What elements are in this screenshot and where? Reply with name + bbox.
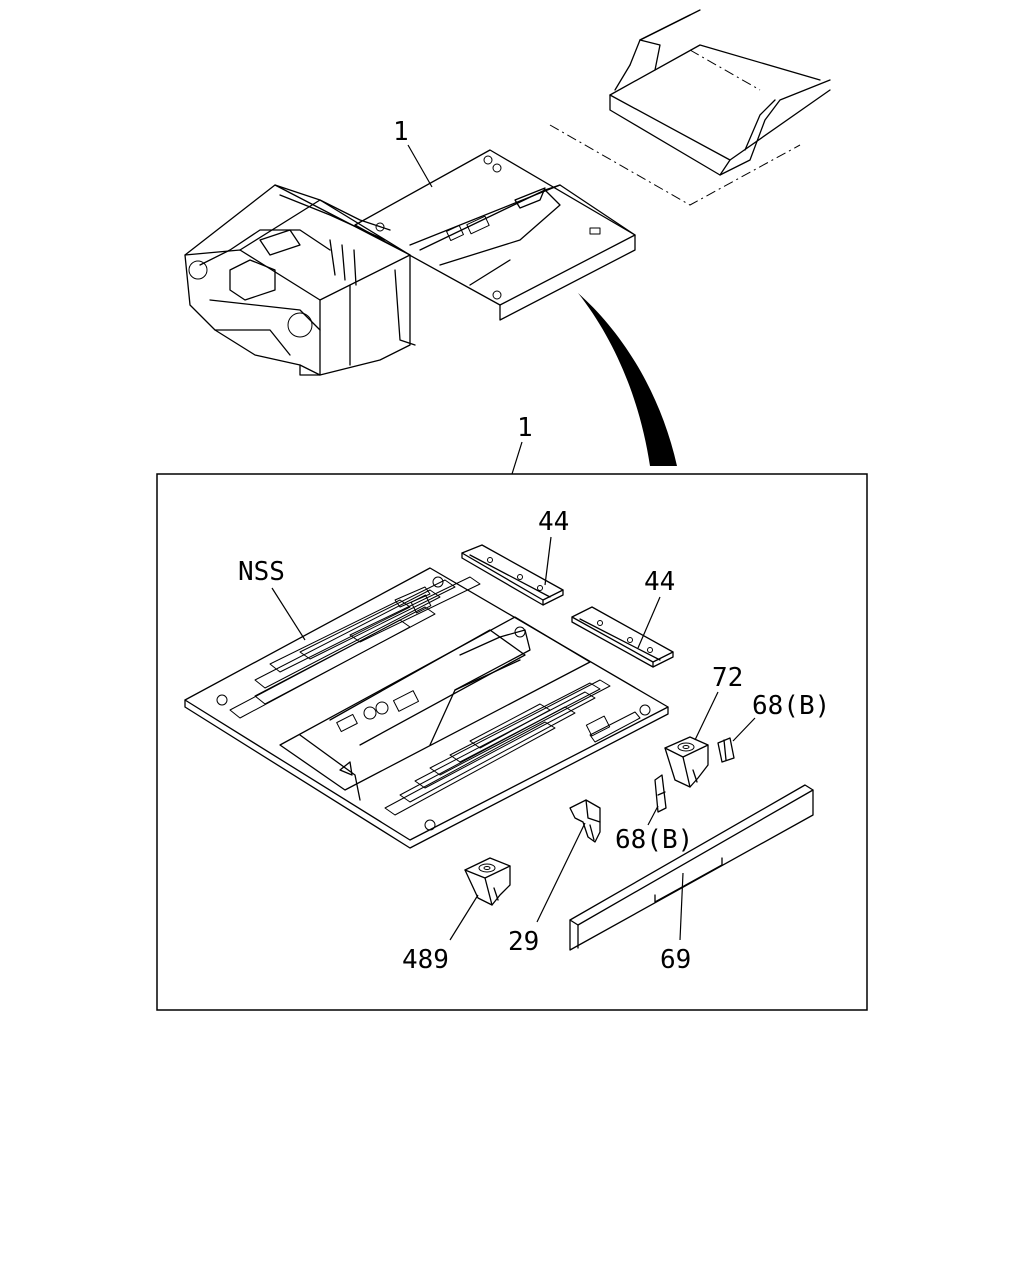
bracket-b xyxy=(571,606,674,668)
label-floor-panel: NSS xyxy=(238,557,285,587)
leader-sill-69 xyxy=(679,872,684,941)
leader-floor-panel xyxy=(271,587,306,641)
label-nut-489: 489 xyxy=(402,945,449,975)
leader-bracket-a xyxy=(544,536,552,586)
label-clip-29: 29 xyxy=(508,927,539,957)
detail-pointer-arrow xyxy=(578,293,677,466)
floor-panel xyxy=(184,567,669,849)
leader-top-assembly xyxy=(407,144,433,188)
leader-nut-489 xyxy=(449,894,479,941)
leader-clip-29 xyxy=(536,822,586,923)
clip-29 xyxy=(569,799,601,843)
label-clip-68-right: 68(B) xyxy=(752,691,830,721)
leader-clip-68-left xyxy=(647,805,659,826)
side-sill-69 xyxy=(569,784,814,951)
nut-489 xyxy=(464,857,511,906)
nut-72 xyxy=(664,736,709,788)
leader-detail-assembly xyxy=(511,441,523,475)
label-bracket-a: 44 xyxy=(538,507,569,537)
bracket-a xyxy=(461,544,564,606)
detail-frame xyxy=(156,473,868,1011)
leader-clip-68-right xyxy=(732,717,756,742)
label-nut-72: 72 xyxy=(712,663,743,693)
cab-front-structure xyxy=(184,184,416,376)
cab-floor-assembly xyxy=(354,149,636,321)
leader-nut-72 xyxy=(694,691,719,741)
clip-68-left xyxy=(654,774,667,813)
label-sill-69: 69 xyxy=(660,945,691,975)
label-top-assembly: 1 xyxy=(393,117,409,147)
clip-68-right xyxy=(717,737,735,763)
leader-bracket-b xyxy=(637,596,661,649)
label-bracket-b: 44 xyxy=(644,567,675,597)
label-detail-assembly: 1 xyxy=(517,413,533,443)
label-clip-68-left: 68(B) xyxy=(615,825,693,855)
chassis-frame xyxy=(549,9,831,206)
